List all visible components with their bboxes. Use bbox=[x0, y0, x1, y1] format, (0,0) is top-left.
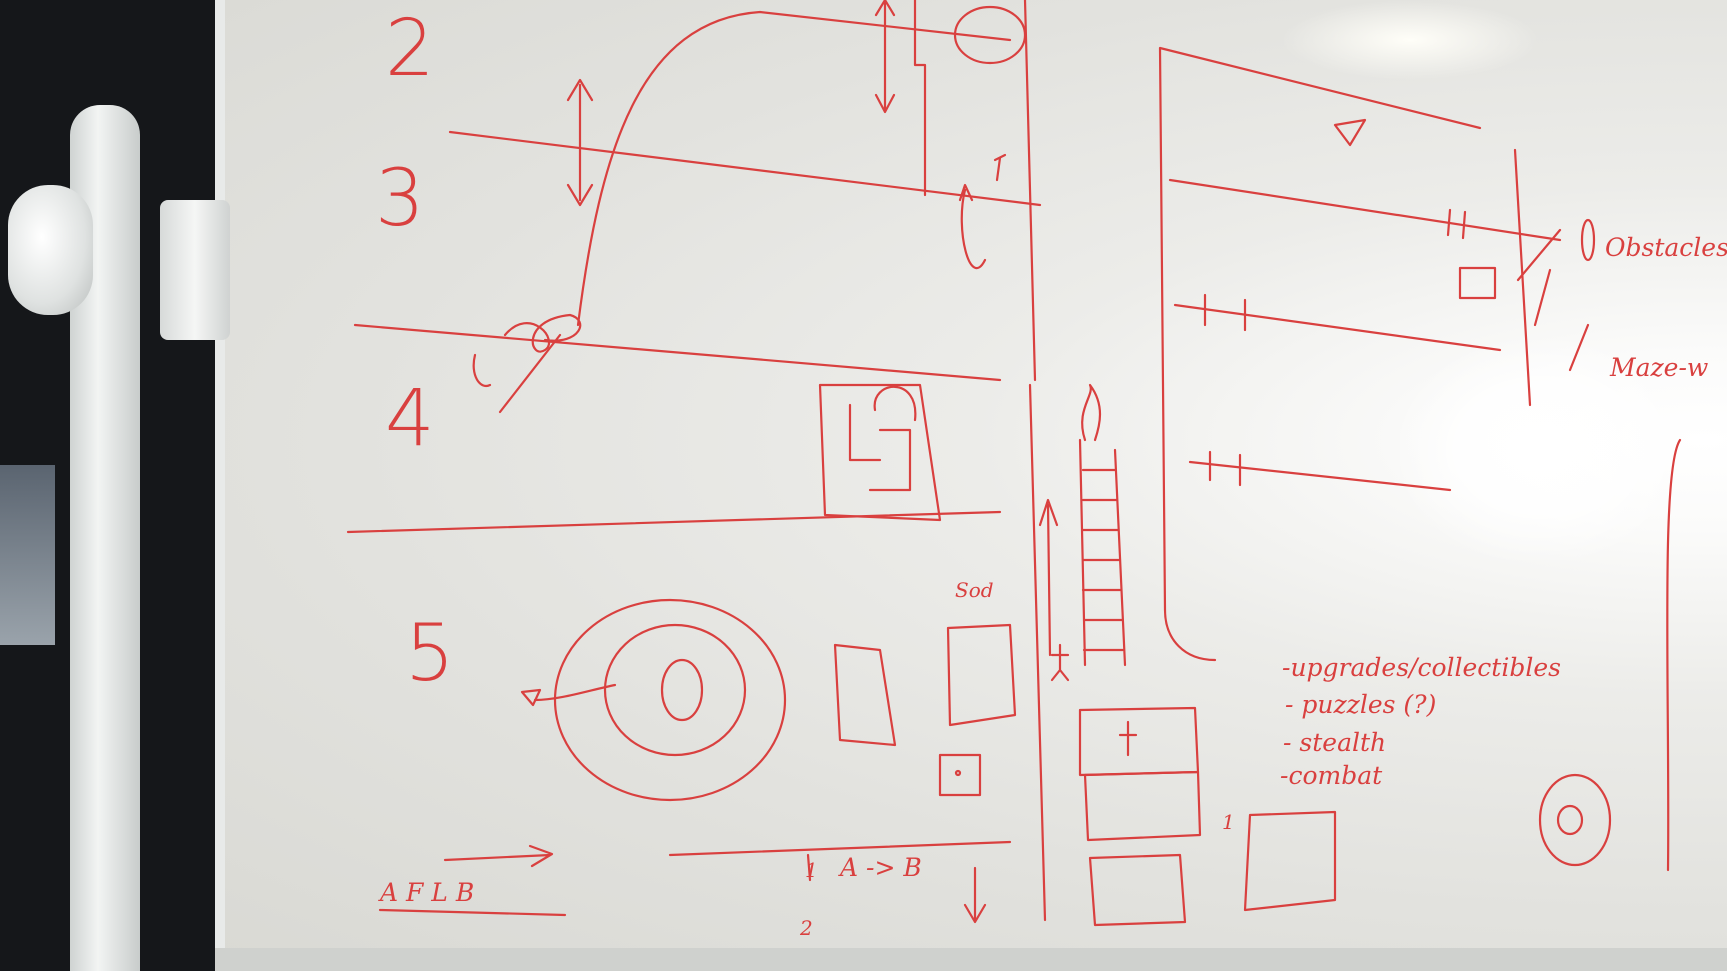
spiral-outer bbox=[553, 598, 787, 802]
curved-arrow bbox=[873, 385, 917, 422]
stacked-box bbox=[1078, 706, 1200, 777]
spiral-mid bbox=[603, 623, 747, 757]
stacked-box bbox=[1083, 770, 1202, 842]
up-arrow bbox=[1038, 498, 1059, 657]
background-object bbox=[0, 465, 55, 645]
stand-bracket bbox=[160, 200, 230, 340]
small-marker bbox=[993, 153, 1007, 182]
loop-symbol bbox=[503, 313, 582, 353]
double-arrow bbox=[874, 0, 896, 114]
right-circle bbox=[1580, 218, 1596, 262]
row-number: 4 bbox=[385, 374, 435, 464]
underline bbox=[378, 908, 567, 917]
wall-segment bbox=[913, 0, 927, 197]
light-glare bbox=[1400, 340, 1680, 560]
maze-wall bbox=[848, 403, 912, 492]
room-wall bbox=[1513, 148, 1532, 407]
triangle-marker bbox=[1333, 118, 1367, 147]
small-box bbox=[1458, 266, 1497, 300]
door-box bbox=[833, 643, 897, 747]
note-item: -combat bbox=[1280, 761, 1383, 790]
target-circle bbox=[1538, 773, 1612, 867]
note-item: -upgrades/collectibles bbox=[1282, 653, 1561, 682]
dot bbox=[954, 769, 962, 777]
maze-box bbox=[818, 383, 942, 522]
stick-figure bbox=[1050, 643, 1070, 682]
flame bbox=[1081, 383, 1102, 442]
arc-path bbox=[576, 10, 1012, 327]
row-number: 2 bbox=[385, 4, 435, 94]
room-line bbox=[1188, 460, 1452, 492]
ladder-rails bbox=[1078, 438, 1127, 667]
target-circle bbox=[1556, 804, 1584, 836]
bottom-left-label: A F L B bbox=[380, 878, 475, 907]
ladder-rungs bbox=[1081, 468, 1125, 652]
stacked-box bbox=[1088, 853, 1187, 927]
room-line bbox=[1168, 178, 1562, 242]
bottom-mark: 2 bbox=[800, 916, 813, 940]
door-label: Sod bbox=[955, 578, 994, 602]
light-glare bbox=[1280, 0, 1540, 80]
triangle-marker bbox=[520, 688, 542, 707]
bottom-mark: 1 bbox=[805, 858, 818, 882]
lane-line bbox=[448, 130, 1042, 207]
note-item: - puzzles (?) bbox=[1285, 690, 1437, 719]
stand-knob bbox=[8, 185, 93, 315]
lane-line bbox=[346, 510, 1002, 534]
stick-figure bbox=[1118, 720, 1138, 757]
row-number: 5 bbox=[405, 609, 455, 699]
spiral-entry bbox=[533, 683, 617, 702]
diagonal-strokes bbox=[1516, 228, 1590, 372]
divider-line bbox=[1028, 383, 1047, 922]
edge-note: Maze-w bbox=[1610, 353, 1709, 382]
room-outline bbox=[1158, 46, 1482, 662]
right-arrow bbox=[443, 844, 554, 868]
bottom-mark: 1 bbox=[1222, 810, 1235, 834]
down-arrow bbox=[963, 866, 987, 924]
door-box bbox=[946, 623, 1017, 727]
note-item: - stealth bbox=[1283, 728, 1387, 757]
edge-note: Obstacles bbox=[1605, 233, 1727, 262]
right-curve bbox=[1666, 438, 1682, 872]
vertical-line bbox=[806, 853, 812, 882]
loop-tail bbox=[498, 333, 562, 414]
lane-line bbox=[353, 323, 1002, 382]
whiteboard-frame bbox=[215, 948, 1727, 971]
row-number: 3 bbox=[375, 154, 425, 244]
spiral-inner bbox=[660, 658, 704, 722]
tick-marks bbox=[1203, 208, 1467, 487]
map-box bbox=[1243, 810, 1337, 912]
double-arrow bbox=[566, 78, 594, 207]
room-line bbox=[1173, 303, 1502, 352]
small-arrow bbox=[472, 353, 492, 388]
panel-divider bbox=[1023, 0, 1037, 382]
arrow-label: A -> B bbox=[840, 853, 922, 882]
curved-arrow bbox=[958, 183, 987, 270]
lane-line bbox=[668, 840, 1012, 857]
key-symbol bbox=[953, 5, 1027, 65]
small-box bbox=[938, 753, 982, 797]
